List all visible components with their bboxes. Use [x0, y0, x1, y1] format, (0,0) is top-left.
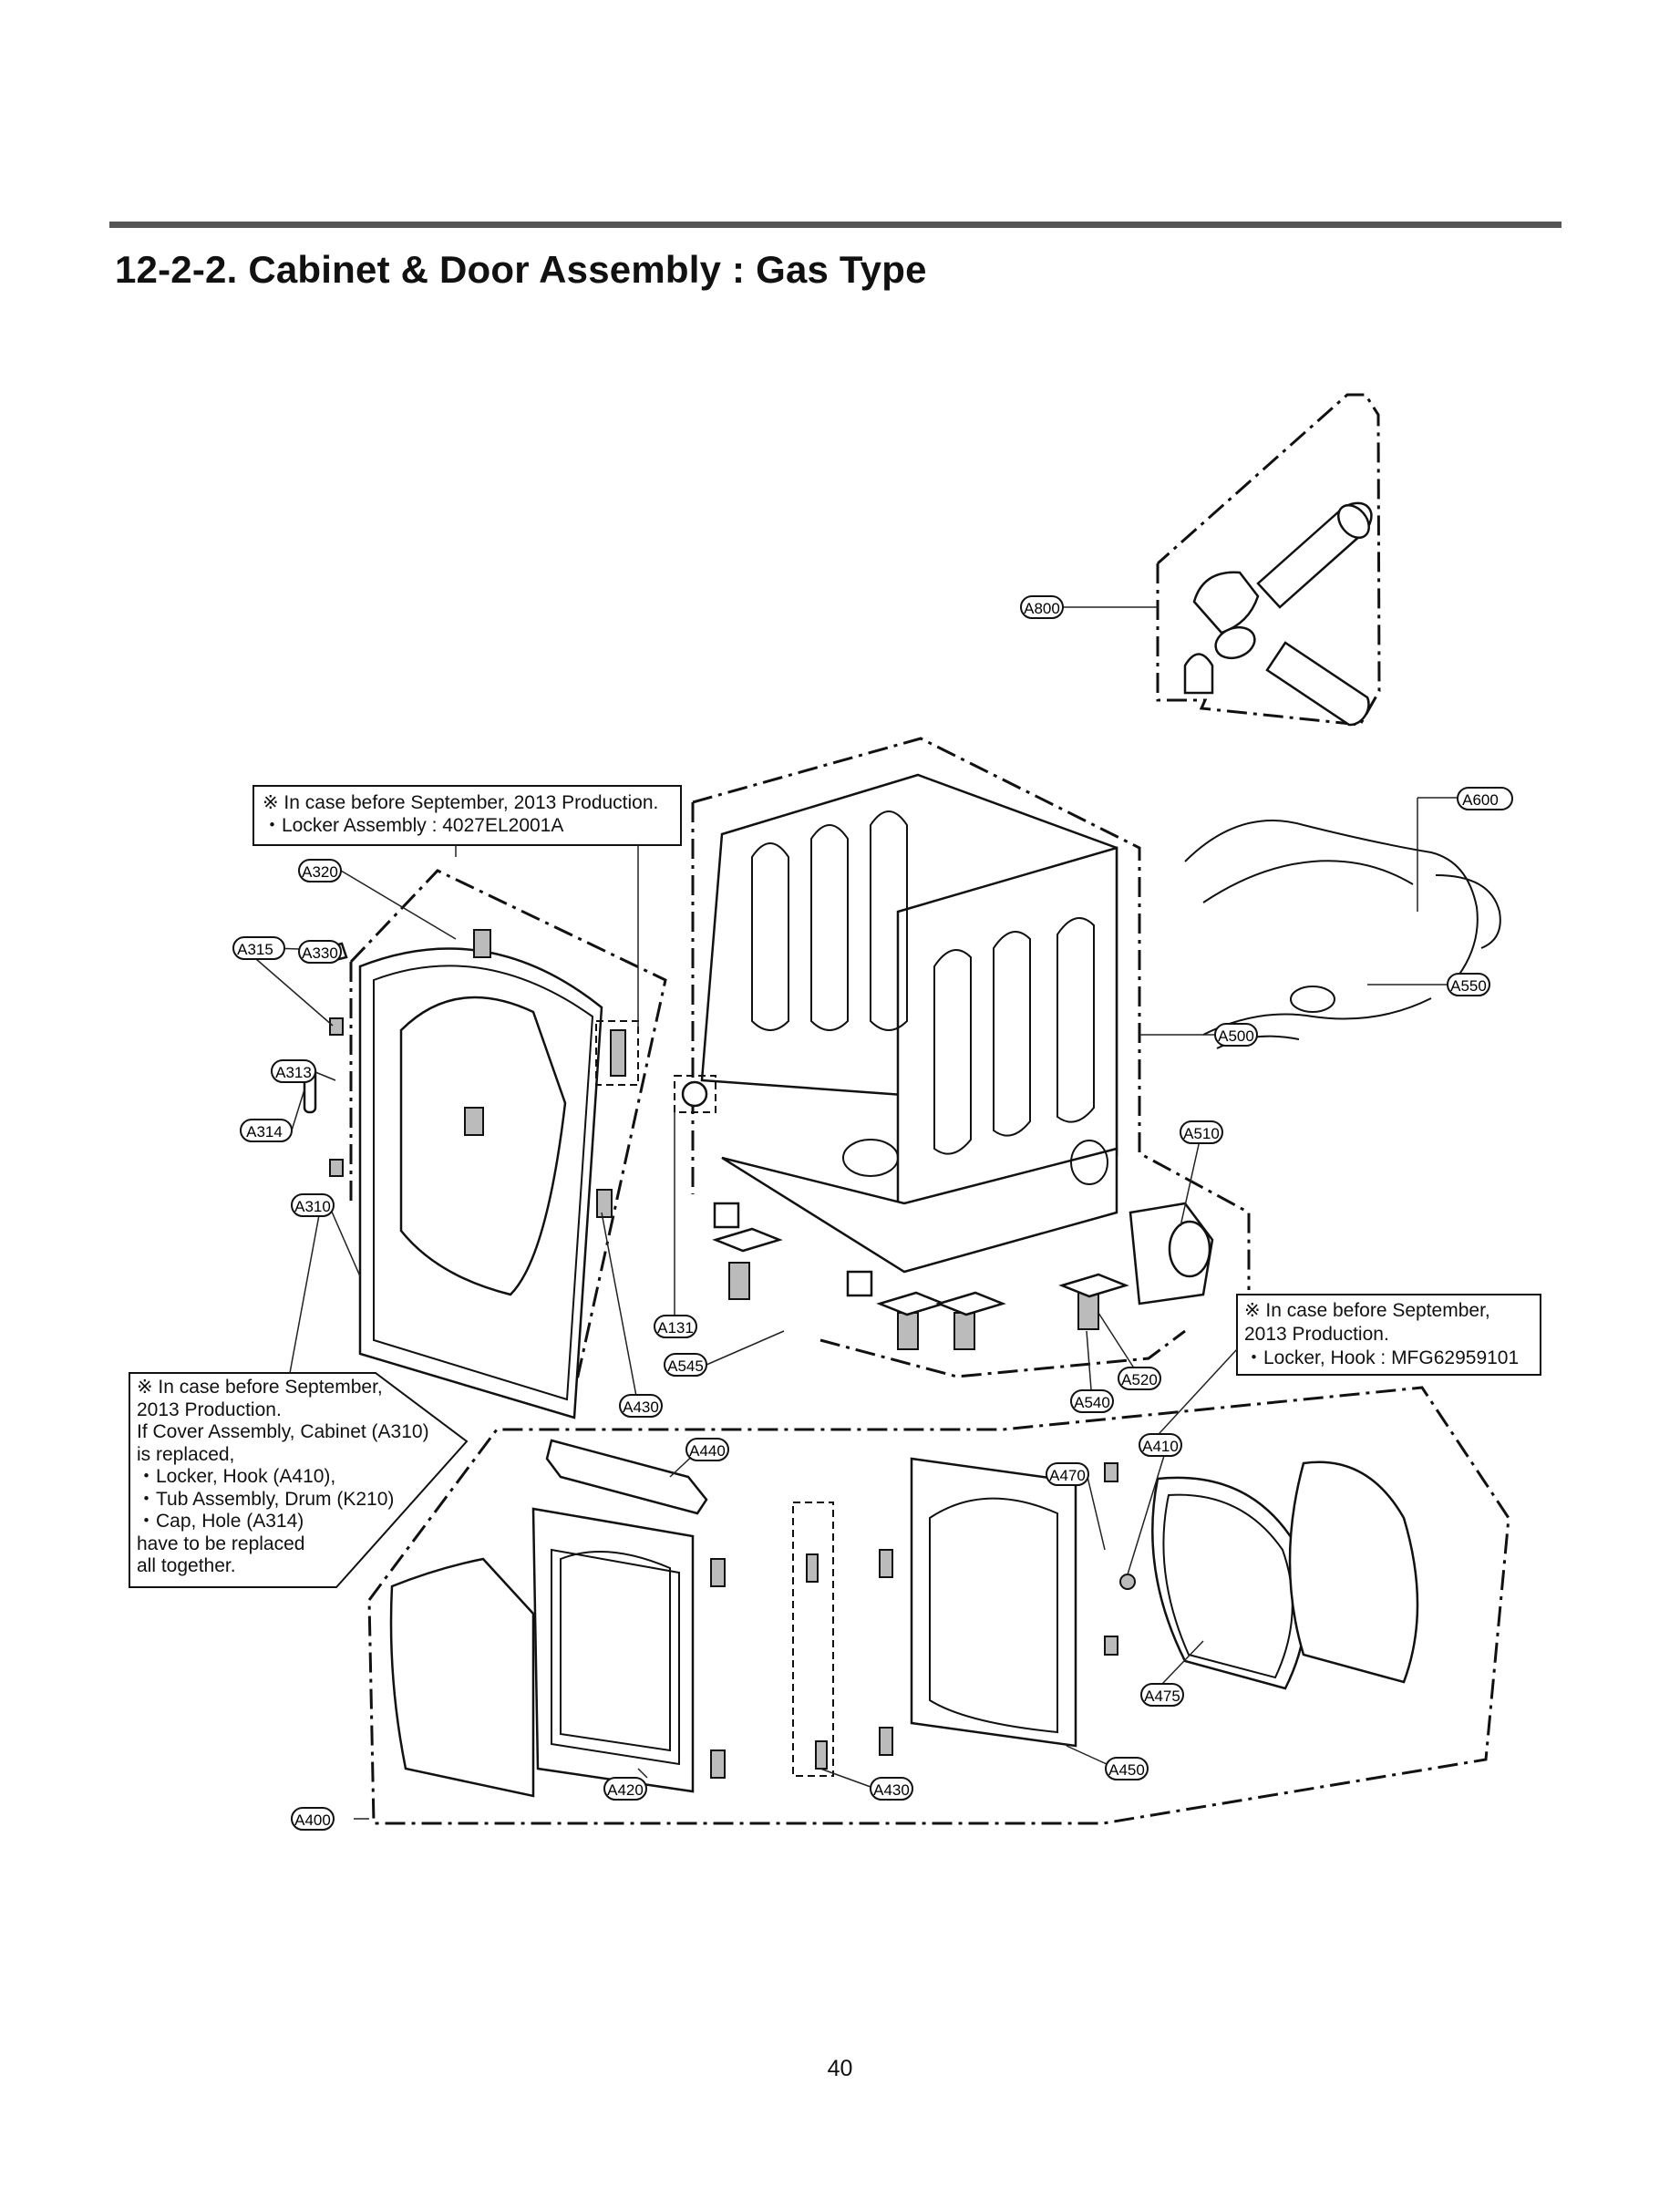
section-rule — [109, 222, 1561, 228]
note-line: is replaced, — [137, 1443, 235, 1465]
callout-a330: A330 — [298, 940, 342, 964]
label-a131: A131 — [657, 1319, 694, 1337]
callout-a430-bottom: A430 — [870, 1777, 913, 1801]
part-label-callouts: A800 A600 A550 A500 A510 A320 A315 A330 … — [232, 595, 1513, 1831]
note-line: all together. — [137, 1555, 236, 1576]
note-line: ※ In case before September, — [1244, 1300, 1490, 1321]
note-line: ・Cap, Hole (A314) — [137, 1511, 304, 1532]
label-a540: A540 — [1074, 1394, 1110, 1411]
callout-a540: A540 — [1070, 1389, 1114, 1413]
page-title: 12-2-2. Cabinet & Door Assembly : Gas Ty… — [115, 248, 927, 291]
callout-a131: A131 — [654, 1315, 697, 1338]
page-number: 40 — [827, 2056, 853, 2081]
label-a800: A800 — [1024, 600, 1060, 617]
note-locker-assembly: ※ In case before September, 2013 Product… — [263, 791, 658, 837]
note-line: ・Locker, Hook : MFG62959101 — [1244, 1347, 1520, 1368]
callout-a400: A400 — [291, 1807, 335, 1831]
note-line: 2013 Production. — [137, 1398, 282, 1420]
label-a420: A420 — [607, 1781, 644, 1799]
label-a314: A314 — [246, 1123, 283, 1140]
note-line: ・Tub Assembly, Drum (K210) — [137, 1488, 395, 1510]
note-box-locker-assembly — [253, 785, 682, 846]
callout-a314: A314 — [240, 1119, 293, 1142]
door-parts — [389, 1439, 1419, 1798]
label-a500: A500 — [1218, 1027, 1254, 1045]
wire-harness-group — [1184, 820, 1501, 1049]
note-box-cover-assembly — [129, 1372, 469, 1588]
label-a410: A410 — [1142, 1438, 1179, 1455]
callout-a313: A313 — [271, 1059, 316, 1083]
callout-a310: A310 — [291, 1193, 335, 1217]
label-a550: A550 — [1450, 977, 1487, 995]
callout-a430-top: A430 — [619, 1394, 663, 1418]
label-a440: A440 — [689, 1442, 726, 1460]
label-a520: A520 — [1121, 1371, 1158, 1388]
label-a330: A330 — [302, 944, 338, 962]
label-a315: A315 — [237, 941, 273, 958]
note-cover-assembly: ※ In case before September, 2013 Product… — [137, 1377, 429, 1578]
callout-a320: A320 — [298, 859, 342, 882]
note-line: ※ In case before September, 2013 Product… — [263, 792, 659, 813]
callout-a600: A600 — [1457, 787, 1513, 810]
label-a475: A475 — [1144, 1687, 1180, 1705]
leveling-feet — [712, 1202, 1129, 1350]
leader-lines — [255, 606, 1458, 1820]
note-line: ・Locker, Hook (A410), — [137, 1466, 336, 1487]
label-a450: A450 — [1108, 1761, 1145, 1779]
label-a430-top: A430 — [623, 1398, 659, 1416]
label-a310: A310 — [294, 1198, 331, 1215]
cover-cabinet — [303, 929, 639, 1419]
callout-a500: A500 — [1214, 1023, 1258, 1047]
callout-a420: A420 — [603, 1777, 647, 1801]
callout-a410: A410 — [1139, 1433, 1182, 1457]
label-a313: A313 — [275, 1064, 312, 1081]
note-line: ※ In case before September, — [137, 1377, 383, 1398]
callout-a545: A545 — [664, 1353, 707, 1377]
note-line: ・Locker Assembly : 4027EL2001A — [263, 815, 564, 836]
callout-a520: A520 — [1118, 1367, 1161, 1390]
label-a320: A320 — [302, 863, 338, 881]
label-a470: A470 — [1049, 1467, 1086, 1484]
note-box-locker-hook — [1236, 1294, 1541, 1376]
cover-boundary — [349, 869, 667, 1414]
note-locker-hook: ※ In case before September, 2013 Product… — [1244, 1299, 1519, 1370]
duct-kit-group — [1156, 393, 1381, 727]
door-boundary — [367, 1386, 1510, 1825]
callout-a510: A510 — [1180, 1120, 1223, 1144]
label-a545: A545 — [667, 1357, 704, 1375]
callout-a550: A550 — [1447, 973, 1490, 996]
cabinet-boundary — [692, 737, 1251, 1290]
cabinet-body — [700, 773, 1118, 1274]
callout-a450: A450 — [1105, 1757, 1149, 1780]
callout-a440: A440 — [685, 1438, 729, 1461]
label-a400: A400 — [294, 1811, 331, 1829]
callout-a475: A475 — [1140, 1683, 1184, 1707]
note-line: If Cover Assembly, Cabinet (A310) — [137, 1421, 429, 1442]
callout-a315: A315 — [232, 936, 285, 960]
callout-a800: A800 — [1020, 595, 1064, 619]
note-line: 2013 Production. — [1244, 1324, 1389, 1345]
label-a510: A510 — [1183, 1125, 1220, 1142]
note-line: have to be replaced — [137, 1533, 305, 1554]
label-a430-bottom: A430 — [873, 1781, 910, 1799]
label-a600: A600 — [1462, 791, 1499, 809]
callout-a470: A470 — [1046, 1462, 1089, 1486]
